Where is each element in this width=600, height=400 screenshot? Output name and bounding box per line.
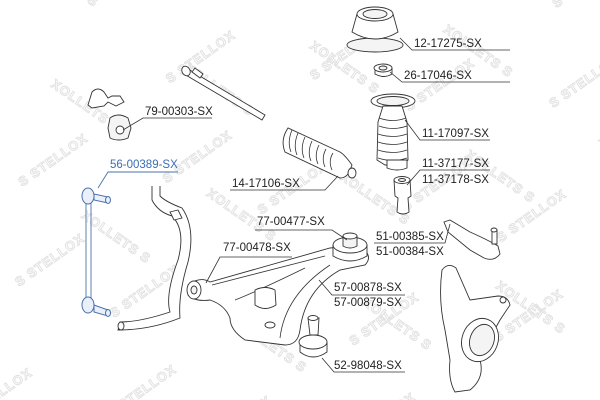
part-label-51-00385[interactable]: 51-00385-SX — [376, 231, 444, 243]
part-label-12-17275[interactable]: 12-17275-SX — [414, 38, 482, 50]
part-label-14-17106[interactable]: 14-17106-SX — [232, 178, 300, 190]
leader-lines — [97, 37, 510, 373]
part-label-11-17097[interactable]: 11-17097-SX — [422, 128, 489, 140]
inner-tie-rod-part[interactable] — [180, 65, 266, 121]
part-label-11-37178[interactable]: 11-37178-SX — [422, 174, 489, 186]
part-label-11-37177[interactable]: 11-37177-SX — [422, 158, 489, 170]
control-arm-part[interactable] — [186, 246, 369, 346]
bump-stop-part[interactable] — [393, 176, 412, 215]
part-label-79-00303[interactable]: 79-00303-SX — [145, 106, 213, 118]
stab-bushing-part[interactable] — [87, 88, 132, 141]
stabilizer-bar-part[interactable] — [117, 186, 192, 331]
dust-boot-part[interactable] — [370, 93, 416, 171]
ball-joint-part[interactable] — [298, 315, 328, 358]
part-label-77-00478[interactable]: 77-00478-SX — [223, 242, 291, 254]
steering-boot-part[interactable] — [282, 127, 357, 179]
arm-bushing-rear-part[interactable] — [332, 232, 368, 262]
bearing-part[interactable] — [373, 63, 393, 77]
part-label-26-17046[interactable]: 26-17046-SX — [404, 70, 472, 82]
part-label-77-00477[interactable]: 77-00477-SX — [257, 216, 325, 228]
part-label-51-00384[interactable]: 51-00384-SX — [376, 246, 444, 258]
part-label-52-98048[interactable]: 52-98048-SX — [334, 360, 402, 372]
part-label-57-00879[interactable]: 57-00879-SX — [334, 297, 402, 309]
steering-knuckle-part[interactable] — [440, 265, 511, 393]
tie-rod-end-part[interactable] — [443, 219, 501, 260]
top-mount-part[interactable] — [346, 6, 404, 53]
stab-link-part[interactable] — [81, 187, 111, 317]
part-label-56-00389[interactable]: 56-00389-SX — [110, 159, 178, 171]
part-label-57-00878[interactable]: 57-00878-SX — [334, 282, 402, 294]
